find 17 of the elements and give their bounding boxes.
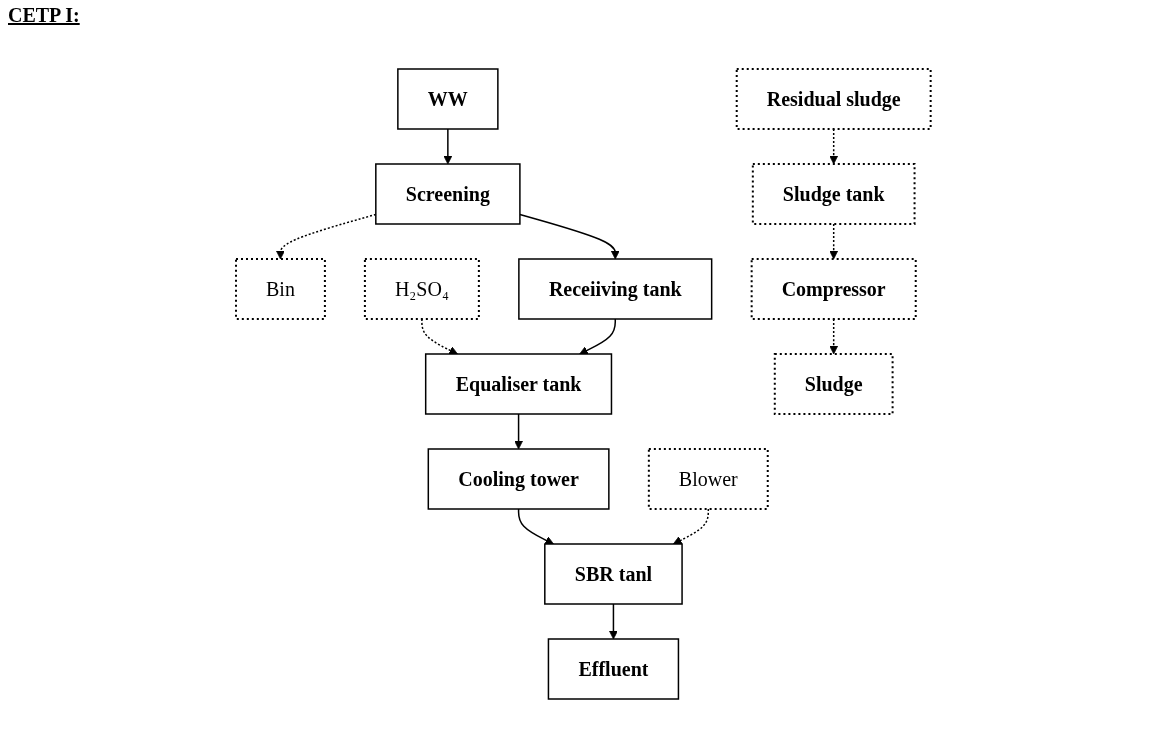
node-box: Sludge [773, 353, 894, 415]
node-box: Cooling tower [427, 448, 610, 510]
node-box: WW [397, 68, 499, 130]
arrow [443, 128, 453, 165]
arrow [609, 603, 618, 640]
node-box: Sludge tank [752, 163, 916, 225]
node-box: Equaliser tank [425, 353, 613, 415]
diagram-title: CETP I: [8, 4, 80, 27]
node-box: Effluent [547, 638, 680, 700]
arrow [514, 413, 524, 450]
node-box: Blower [648, 448, 769, 510]
node-box: Screening [375, 163, 521, 225]
node-box: Receiiving tank [518, 258, 713, 320]
node-box: SBR tanl [544, 543, 683, 605]
arrow [518, 508, 555, 545]
node-box: Compressor [750, 258, 917, 320]
arrow [579, 318, 617, 355]
